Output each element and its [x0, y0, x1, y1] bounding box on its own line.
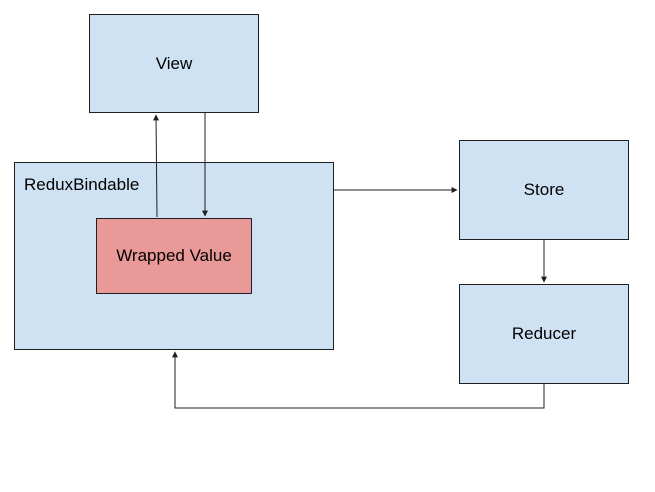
reducer-label: Reducer — [511, 324, 577, 343]
wrapped-value-label: Wrapped Value — [116, 246, 232, 265]
redux-bindable-node: ReduxBindable — [14, 162, 334, 350]
view-label: View — [155, 53, 193, 73]
reducer-node: Reducer — [459, 284, 629, 384]
store-label: Store — [523, 180, 565, 199]
view-node: View — [89, 14, 259, 113]
wrapped-value-node: Wrapped Value — [96, 218, 252, 294]
redux-bindable-label: ReduxBindable — [24, 175, 140, 194]
store-node: Store — [459, 140, 629, 240]
